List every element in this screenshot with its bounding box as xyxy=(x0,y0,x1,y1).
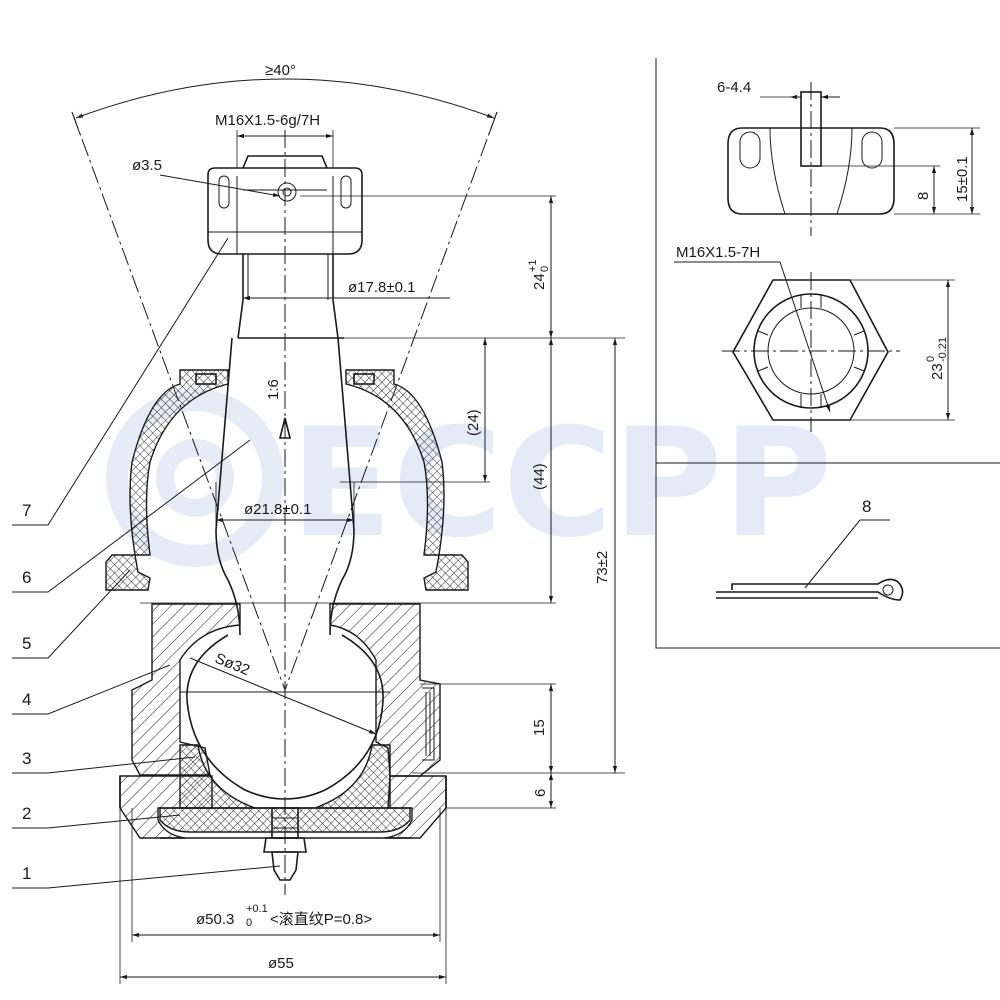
watermark: ECCPP xyxy=(106,389,833,571)
callout-4: 4 xyxy=(22,690,31,709)
grease-fitting xyxy=(263,807,307,881)
dim-24-paren: (24) xyxy=(465,338,488,482)
detail-cotter-pin: 8 xyxy=(716,497,904,601)
dim-dia-55: ø55 xyxy=(119,808,447,984)
label-angle: ≥40° xyxy=(265,62,296,79)
callout-2: 2 xyxy=(22,804,31,823)
label-dia-503: ø50.3 xyxy=(196,911,234,928)
housing xyxy=(119,603,447,839)
label-taper: 1:6 xyxy=(265,379,282,400)
label-thread-stud: M16X1.5-6g/7H xyxy=(215,112,320,129)
callout-6: 6 xyxy=(22,568,31,587)
extension-lines xyxy=(140,195,625,809)
label-slot: 6-4.4 xyxy=(717,79,751,96)
watermark-text: ECCPP xyxy=(290,397,833,571)
castle-nut xyxy=(207,155,363,255)
dim-dia-218: ø21.8±0.1 xyxy=(215,482,355,525)
detail-nut-top: M16X1.5-7H 23 0 -0.21 xyxy=(674,244,955,432)
label-thread-nut: M16X1.5-7H xyxy=(676,244,760,261)
label-w23-sub: -0.21 xyxy=(937,337,949,362)
dim-6: 6 xyxy=(532,773,554,808)
dim-44: (44) xyxy=(531,338,554,603)
label-d24: 24 xyxy=(531,273,548,290)
label-dia-503-sub: 0 xyxy=(246,917,252,929)
label-hole: ø3.5 xyxy=(132,157,162,174)
detail-nut-side: 6-4.4 15±0.1 8 xyxy=(717,79,980,236)
label-dia-218: ø21.8±0.1 xyxy=(244,501,311,518)
dim-73: 73±2 xyxy=(594,338,618,773)
dim-15: 15 xyxy=(531,684,554,773)
label-d73: 73±2 xyxy=(594,551,611,584)
label-d6: 6 xyxy=(532,789,549,797)
label-d44: (44) xyxy=(531,463,548,490)
cotter-hole xyxy=(277,182,297,202)
label-dia-55: ø55 xyxy=(268,955,294,972)
callout-7: 7 xyxy=(22,501,31,520)
label-dia-178: ø17.8±0.1 xyxy=(348,279,415,296)
dim-thread-width: M16X1.5-6g/7H xyxy=(215,112,334,168)
label-dia-503-note: <滚直纹P=0.8> xyxy=(270,911,372,928)
callout-1: 1 xyxy=(22,864,31,883)
label-d24-paren: (24) xyxy=(465,409,482,436)
label-h8: 8 xyxy=(915,192,932,200)
main-section-view: M16X1.5-6g/7H ≥40° ø3.5 ø17.8±0.1 1:6 ø2… xyxy=(12,62,625,984)
label-w23: 23 xyxy=(929,363,946,380)
callouts: 7 6 5 4 3 2 1 xyxy=(12,237,281,889)
label-pin: 8 xyxy=(862,497,871,516)
label-d15: 15 xyxy=(531,719,548,736)
dust-boot xyxy=(105,369,469,591)
dim-dia-503: ø50.3 +0.1 0 <滚直纹P=0.8> xyxy=(131,808,441,942)
stud-thread xyxy=(237,254,339,339)
callout-5: 5 xyxy=(22,634,31,653)
label-h15: 15±0.1 xyxy=(954,156,971,202)
ball xyxy=(180,634,390,800)
dim-dia-178: ø17.8±0.1 xyxy=(243,279,450,301)
bottom-cap xyxy=(159,807,411,833)
dim-hole: ø3.5 xyxy=(132,157,281,197)
label-dia-503-sup: +0.1 xyxy=(246,903,268,915)
dim-24: 24 +1 0 xyxy=(527,196,554,338)
label-d24-sup: +1 xyxy=(527,259,539,272)
detail-frame xyxy=(655,58,1000,649)
label-w23-sup: 0 xyxy=(925,356,937,362)
label-d24-sub: 0 xyxy=(539,266,551,272)
callout-3: 3 xyxy=(22,749,31,768)
